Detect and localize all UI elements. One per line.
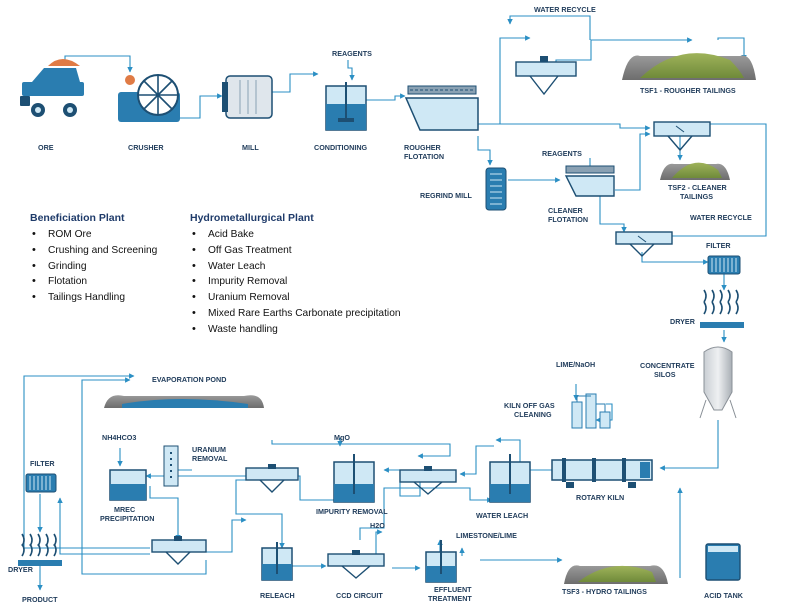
beneficiation-item: Flotation bbox=[30, 274, 157, 290]
impurity-removal-tank-icon bbox=[333, 454, 375, 503]
conditioning-tank-icon bbox=[325, 82, 367, 131]
label-filter-left: FILTER bbox=[30, 459, 55, 468]
releach-tank-icon bbox=[261, 542, 293, 581]
label-effluent-2: TREATMENT bbox=[428, 594, 472, 603]
evaporation-pond-icon bbox=[104, 395, 264, 408]
beneficiation-title: Beneficiation Plant bbox=[30, 212, 125, 224]
label-cleaner-2: FLOTATION bbox=[548, 215, 588, 224]
hydro-item: Off Gas Treatment bbox=[190, 243, 401, 259]
diagram-labels: ORE CRUSHER MILL CONDITIONING REAGENTS R… bbox=[8, 5, 752, 604]
hydro-item: Waste handling bbox=[190, 322, 401, 338]
tsf3-icon bbox=[564, 565, 668, 584]
effluent-treatment-tank-icon bbox=[425, 540, 457, 583]
label-product: PRODUCT bbox=[22, 595, 58, 604]
label-dryer-right: DRYER bbox=[670, 317, 696, 326]
label-regrind-mill: REGRIND MILL bbox=[420, 191, 473, 200]
label-rougher-2: FLOTATION bbox=[404, 152, 444, 161]
tsf2-icon bbox=[660, 162, 730, 180]
mill-icon bbox=[222, 75, 273, 119]
label-mrec-1: MREC bbox=[114, 505, 135, 514]
beneficiation-item: Grinding bbox=[30, 259, 157, 275]
label-tsf1: TSF1 - ROUGHER TAILINGS bbox=[640, 86, 736, 95]
label-mill: MILL bbox=[242, 143, 259, 152]
hydrometallurgical-list: Acid Bake Off Gas Treatment Water Leach … bbox=[190, 227, 401, 338]
beneficiation-item: ROM Ore bbox=[30, 227, 157, 243]
label-limestone: LIMESTONE/LIME bbox=[456, 531, 517, 540]
filter-right-icon bbox=[707, 255, 741, 275]
dryer-left-icon bbox=[18, 533, 62, 566]
ccd-circuit-icon bbox=[327, 550, 385, 579]
dryer-right-icon bbox=[700, 289, 744, 328]
label-effluent-1: EFFLUENT bbox=[434, 585, 472, 594]
label-kiln-off-gas-2: CLEANING bbox=[514, 410, 552, 419]
label-cleaner-1: CLEANER bbox=[548, 206, 584, 215]
beneficiation-item: Tailings Handling bbox=[30, 290, 157, 306]
label-water-leach: WATER LEACH bbox=[476, 511, 528, 520]
thickener-bottom-mid-icon bbox=[245, 464, 299, 493]
crusher-icon bbox=[118, 74, 180, 122]
ore-truck-icon bbox=[20, 59, 84, 117]
label-lime-naoh: LIME/NaOH bbox=[556, 360, 595, 369]
uranium-removal-icon bbox=[163, 445, 179, 487]
hydrometallurgical-legend: Hydrometallurgical Plant Acid Bake Off G… bbox=[190, 212, 401, 338]
label-concentrate-1: CONCENTRATE bbox=[640, 361, 695, 370]
label-tsf3: TSF3 - HYDRO TAILINGS bbox=[562, 587, 647, 596]
label-rougher-1: ROUGHER bbox=[404, 143, 442, 152]
hydro-item: Acid Bake bbox=[190, 227, 401, 243]
mrec-precipitation-tank-icon bbox=[109, 469, 147, 501]
filter-left-icon bbox=[25, 473, 57, 493]
label-rotary-kiln: ROTARY KILN bbox=[576, 493, 624, 502]
beneficiation-legend: Beneficiation Plant ROM Ore Crushing and… bbox=[30, 212, 157, 306]
regrind-mill-icon bbox=[485, 167, 507, 211]
thickener-bottom-left-icon bbox=[151, 536, 207, 565]
label-ore: ORE bbox=[38, 143, 54, 152]
hydrometallurgical-title: Hydrometallurgical Plant bbox=[190, 212, 314, 224]
acid-tank-icon bbox=[705, 543, 741, 581]
label-tsf2-1: TSF2 - CLEANER bbox=[668, 183, 728, 192]
label-mgo: MgO bbox=[334, 433, 350, 442]
label-nh4hco3: NH4HCO3 bbox=[102, 433, 136, 442]
water-leach-tank-icon bbox=[489, 454, 531, 503]
label-acid-tank: ACID TANK bbox=[704, 591, 744, 600]
concentrate-silo-icon bbox=[699, 346, 737, 419]
thickener-mid-icon bbox=[653, 121, 711, 152]
label-concentrate-2: SILOS bbox=[654, 370, 676, 379]
thickener-bottom-right-icon bbox=[399, 466, 457, 495]
label-kiln-off-gas-1: KILN OFF GAS bbox=[504, 401, 555, 410]
tsf1-icon bbox=[622, 53, 756, 80]
thickener-top-icon bbox=[515, 56, 577, 96]
label-mrec-2: PRECIPITATION bbox=[100, 514, 154, 523]
hydro-item: Water Leach bbox=[190, 259, 401, 275]
hydro-item: Mixed Rare Earths Carbonate precipitatio… bbox=[190, 306, 401, 322]
label-water-recycle-top: WATER RECYCLE bbox=[534, 5, 596, 14]
beneficiation-item: Crushing and Screening bbox=[30, 243, 157, 259]
beneficiation-list: ROM Ore Crushing and Screening Grinding … bbox=[30, 227, 157, 306]
label-h2o: H2O bbox=[370, 521, 385, 530]
label-ccd-circuit: CCD CIRCUIT bbox=[336, 591, 383, 600]
label-crusher: CRUSHER bbox=[128, 143, 164, 152]
rougher-flotation-icon bbox=[404, 85, 479, 131]
label-conditioning: CONDITIONING bbox=[314, 143, 368, 152]
label-releach: RELEACH bbox=[260, 591, 295, 600]
thickener-lower-icon bbox=[615, 231, 673, 257]
label-impurity-removal: IMPURITY REMOVAL bbox=[316, 507, 388, 516]
hydro-item: Uranium Removal bbox=[190, 290, 401, 306]
hydro-item: Impurity Removal bbox=[190, 274, 401, 290]
label-reagents-top: REAGENTS bbox=[332, 49, 372, 58]
label-evaporation-pond: EVAPORATION POND bbox=[152, 375, 226, 384]
label-filter-right: FILTER bbox=[706, 241, 731, 250]
kiln-off-gas-icon bbox=[571, 393, 611, 429]
label-water-recycle-mid: WATER RECYCLE bbox=[690, 213, 752, 222]
label-dryer-left: DRYER bbox=[8, 565, 34, 574]
rotary-kiln-icon bbox=[551, 458, 653, 488]
cleaner-flotation-icon bbox=[564, 165, 615, 197]
label-uranium-2: REMOVAL bbox=[192, 454, 228, 463]
label-tsf2-2: TAILINGS bbox=[680, 192, 713, 201]
label-reagents-mid: REAGENTS bbox=[542, 149, 582, 158]
label-uranium-1: URANIUM bbox=[192, 445, 226, 454]
